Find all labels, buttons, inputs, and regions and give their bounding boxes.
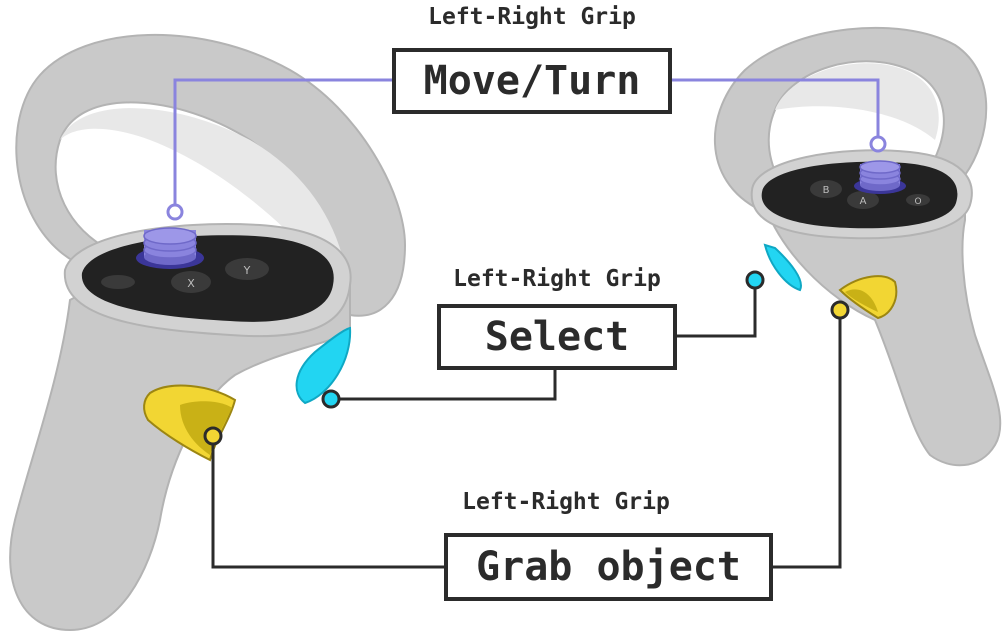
grab-connector-left <box>211 437 445 569</box>
move-turn-box: Move/Turn <box>392 48 672 114</box>
left-grip-inner <box>180 401 232 455</box>
right-a-label: A <box>860 196 867 207</box>
left-trigger-marker <box>321 389 341 409</box>
left-trigger[interactable] <box>295 326 352 405</box>
select-connector-right <box>676 282 757 338</box>
left-tracking-ring <box>15 33 407 317</box>
right-oculus-button[interactable] <box>906 194 930 206</box>
left-grip-marker <box>203 426 223 446</box>
select-box: Select <box>437 304 677 370</box>
left-menu-button[interactable] <box>101 275 135 289</box>
right-thumbstick-marker <box>869 135 887 153</box>
select-caption: Left-Right Grip <box>453 266 661 292</box>
right-thumbstick[interactable] <box>854 160 906 194</box>
left-thumbstick-marker <box>166 203 184 221</box>
right-grip-marker <box>830 300 850 320</box>
right-a-button[interactable] <box>847 191 879 209</box>
right-oculus-label: O <box>914 197 921 207</box>
left-x-button[interactable] <box>171 271 211 293</box>
grab-connector-right <box>772 312 842 569</box>
left-y-label: Y <box>243 264 251 277</box>
right-ring-inner-shade <box>775 63 939 140</box>
left-controller: X Y <box>9 33 407 632</box>
left-y-button[interactable] <box>225 258 269 280</box>
right-grip-inner <box>845 289 878 312</box>
move-turn-connector-left <box>173 78 392 212</box>
right-trigger-marker <box>745 270 765 290</box>
move-turn-connector-right <box>672 78 880 142</box>
grab-object-box: Grab object <box>444 533 773 601</box>
left-thumbstick[interactable] <box>136 227 204 269</box>
left-x-label: X <box>187 277 195 290</box>
right-b-label: B <box>823 185 830 196</box>
right-trigger[interactable] <box>763 243 802 292</box>
select-connector-left <box>331 370 557 401</box>
grab-object-caption: Left-Right Grip <box>462 489 670 515</box>
right-controller: B A O <box>714 26 1002 467</box>
right-b-button[interactable] <box>810 180 842 198</box>
left-ring-inner-shade <box>60 108 350 300</box>
move-turn-caption: Left-Right Grip <box>428 4 636 30</box>
